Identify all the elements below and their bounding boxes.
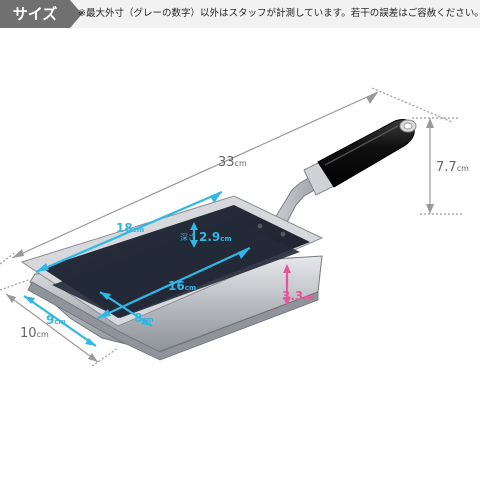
measurement-note: ※最大外寸（グレーの数字）以外はスタッフが計測しています。若干の誤差はご容赦くだ… — [78, 8, 480, 19]
inner-dimension-lines — [23, 190, 251, 347]
label-depth-word: 深さ — [180, 233, 196, 242]
side-height-line — [283, 264, 291, 306]
label-33cm: 33cm — [218, 155, 247, 170]
header-bar: サイズ ※最大外寸（グレーの数字）以外はスタッフが計測しています。若干の誤差はご… — [0, 0, 480, 28]
pan-body — [20, 195, 324, 361]
pan-handle — [274, 119, 417, 223]
label-10cm: 10cm — [20, 326, 49, 341]
label-9cm: 9cm — [46, 313, 66, 327]
outer-dimension-lines — [0, 87, 464, 367]
label-3-3cm: 3.3cm — [282, 289, 315, 303]
size-tag: サイズ — [0, 0, 82, 28]
label-16cm: 16cm — [168, 279, 196, 293]
label-8cm: 8cm — [134, 311, 154, 325]
label-2-9cm: 2.9cm — [199, 230, 232, 244]
label-18cm: 18cm — [116, 221, 144, 235]
label-7-7cm: 7.7cm — [436, 160, 469, 175]
